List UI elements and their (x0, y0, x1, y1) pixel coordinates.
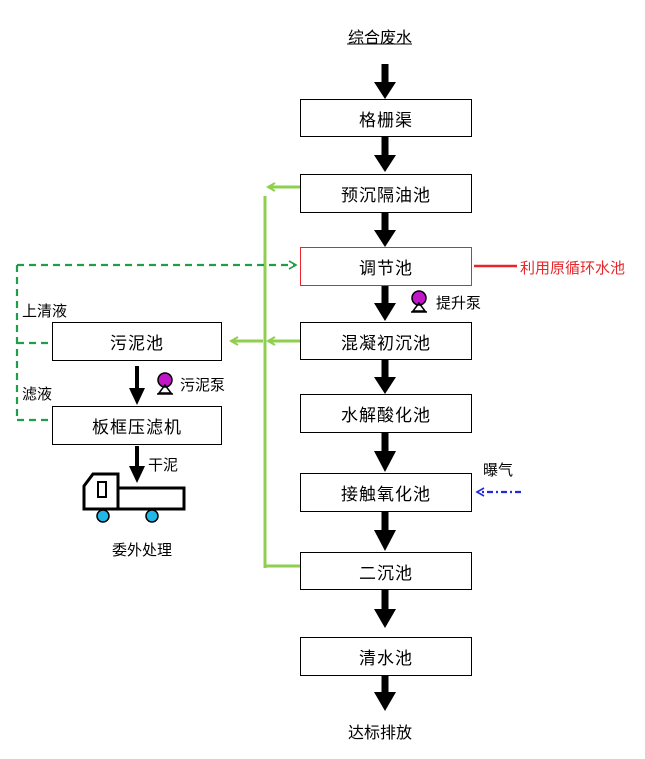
arrow-secondary-to-clearwater (374, 590, 396, 628)
sludge-pump-icon (157, 372, 173, 395)
aeration-label: 曝气 (483, 461, 514, 479)
arrow-hydrolysis-to-contact (374, 433, 396, 472)
arrow-presettle-to-regulate (374, 213, 396, 247)
box-presettle: 预沉隔油池 (300, 174, 472, 213)
arrow-contact-to-secondary (374, 512, 396, 551)
box-coagsettle: 混凝初沉池 (300, 322, 472, 360)
box-grille: 格栅渠 (300, 99, 472, 137)
arrow-sludgepool-to-filterpress (129, 366, 145, 405)
main-flow-arrows (129, 64, 396, 711)
source-label: 综合废水 (348, 28, 413, 47)
lift-pump-label: 提升泵 (436, 294, 482, 312)
sludge-return-lines (231, 187, 300, 568)
filtrate-label: 滤液 (22, 385, 53, 403)
box-clearwater: 清水池 (300, 637, 472, 676)
truck-icon (82, 472, 186, 523)
arrow-filterpress-to-truck (129, 446, 145, 483)
sludge-pump-label: 污泥泵 (180, 376, 226, 394)
outlet-label: 达标排放 (348, 723, 413, 742)
box-sludgepool: 污泥池 (52, 322, 222, 361)
liquid-return-lines (15, 260, 298, 422)
arrow-coagsettle-to-hydrolysis (374, 360, 396, 394)
box-hydrolysis: 水解酸化池 (300, 394, 472, 433)
arrow-clearwater-to-outlet (374, 676, 396, 711)
supernatant-label: 上清液 (22, 302, 68, 320)
arrow-grille-to-presettle (374, 137, 396, 172)
dry-sludge-label: 干泥 (148, 456, 179, 474)
box-filterpress: 板框压滤机 (52, 406, 222, 445)
recycled-water-label: 利用原循环水池 (520, 259, 626, 277)
box-contact: 接触氧化池 (300, 473, 472, 512)
arrow-source-to-grille (374, 64, 396, 99)
box-regulate: 调节池 (300, 247, 472, 286)
box-secondary: 二沉池 (300, 552, 472, 590)
lift-pump-icon (411, 290, 427, 313)
arrow-regulate-to-coagsettle (374, 286, 396, 321)
outsource-label: 委外处理 (112, 541, 173, 559)
